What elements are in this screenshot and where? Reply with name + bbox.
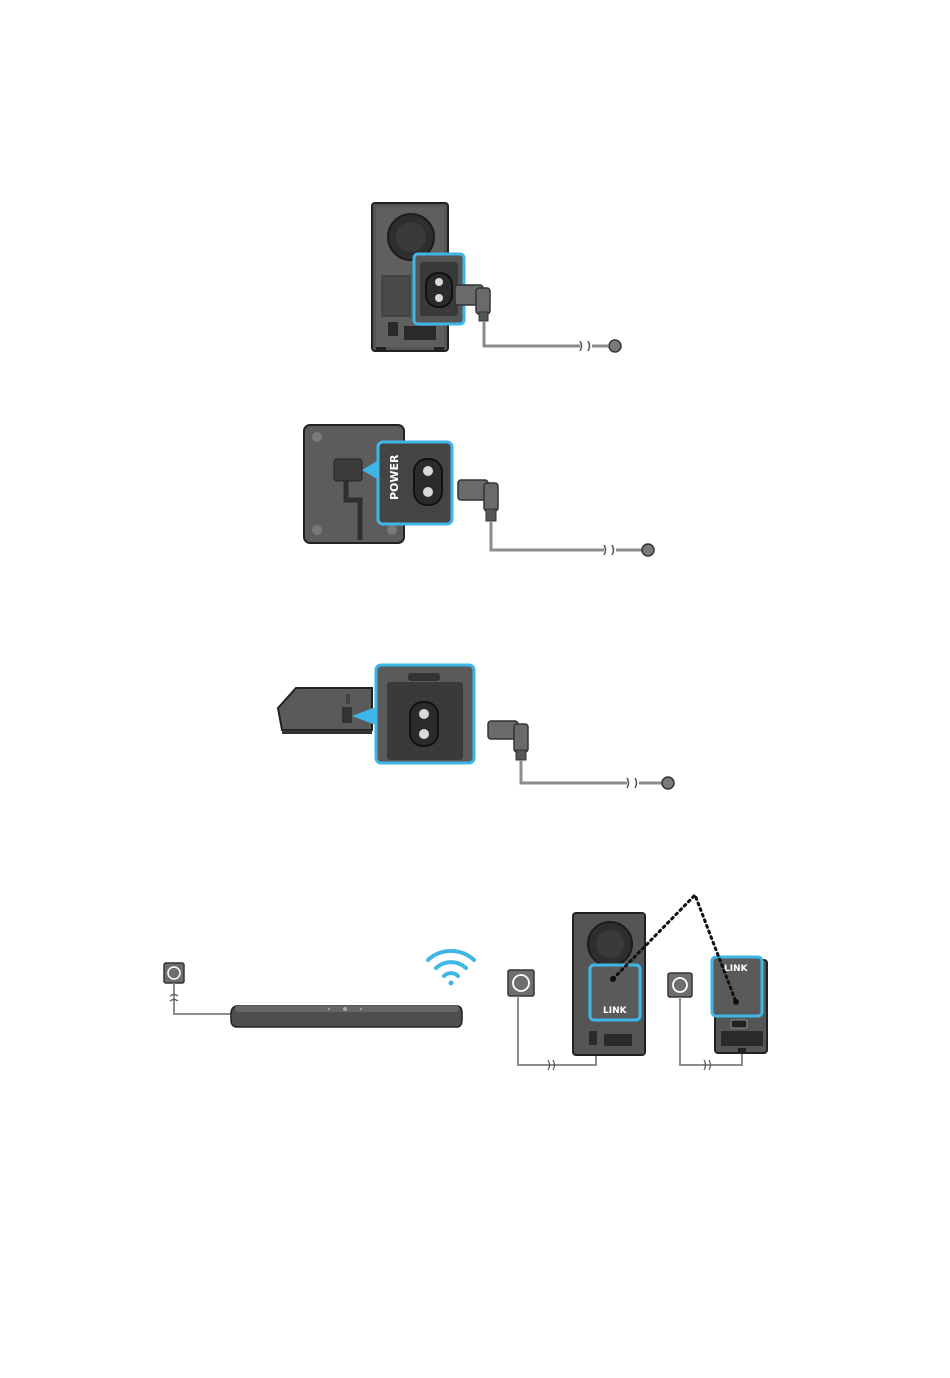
power-cable xyxy=(521,760,627,783)
soundbar-power-section xyxy=(278,665,674,789)
wall-outlet-icon xyxy=(508,970,534,996)
cable-break-icon xyxy=(627,778,637,788)
link-label-subwoofer: LINK xyxy=(603,1006,628,1016)
wifi-icon xyxy=(428,951,474,985)
power-socket-icon xyxy=(410,702,438,746)
power-socket-icon xyxy=(426,273,452,307)
wall-outlet-icon xyxy=(164,963,184,983)
wall-outlet-icon xyxy=(668,973,692,997)
soundbar-cable xyxy=(174,983,232,1014)
rear-speaker-power-section: POWER xyxy=(304,425,654,556)
cable-break-icon xyxy=(604,545,614,555)
soundbar-body xyxy=(278,688,372,730)
power-plug-icon xyxy=(458,480,498,521)
power-plug-icon xyxy=(488,721,528,760)
system-overview-section: LINK LINK xyxy=(164,895,767,1070)
power-cable xyxy=(484,321,580,346)
soundbar xyxy=(231,1006,462,1027)
plug-end xyxy=(609,340,621,352)
power-cable xyxy=(491,521,604,550)
subwoofer-power-section xyxy=(372,203,621,352)
power-socket-icon xyxy=(414,459,442,505)
plug-end xyxy=(642,544,654,556)
link-label-rear: LINK xyxy=(724,964,749,974)
power-label: POWER xyxy=(388,454,401,500)
cable-break-icon xyxy=(580,341,590,351)
plug-end xyxy=(662,777,674,789)
